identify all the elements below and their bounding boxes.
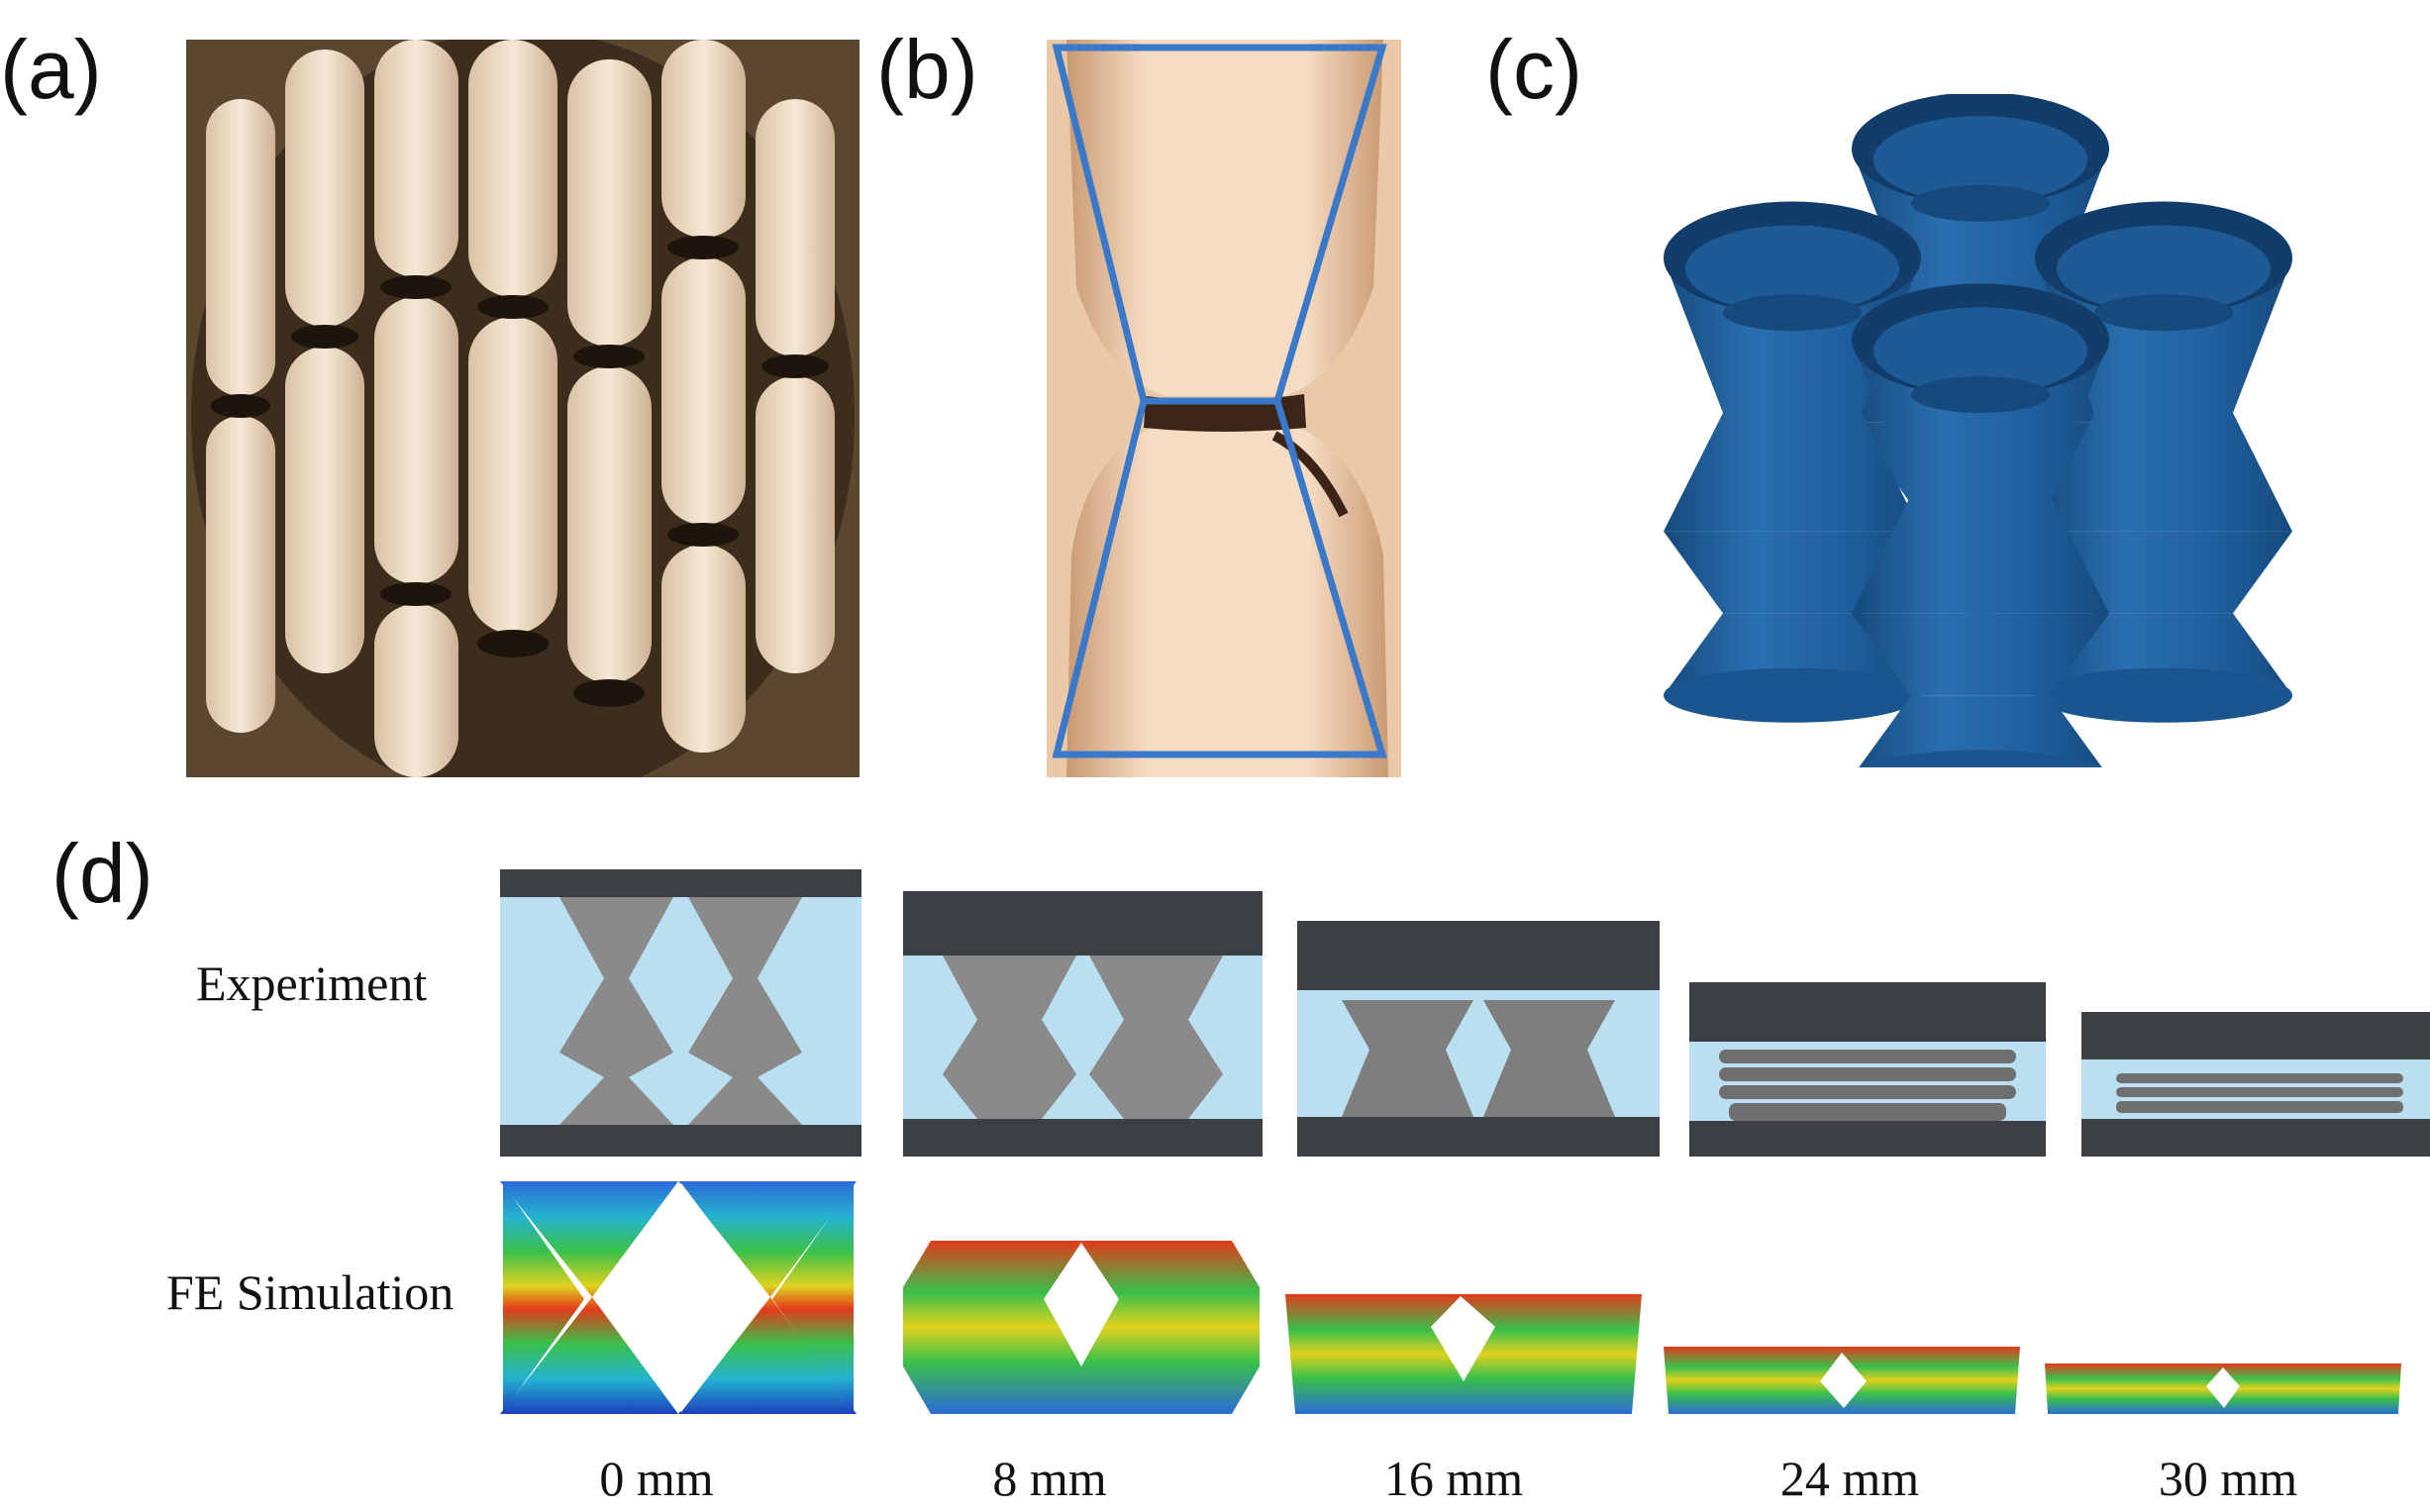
panel-label-c: (c) (1485, 23, 1582, 116)
lotus-root-basket-photo (186, 40, 860, 777)
fe-simulation-30mm (2045, 1363, 2401, 1414)
displacement-label-8mm: 8 mm (992, 1451, 1107, 1506)
fe-simulation-8mm (903, 1241, 1260, 1414)
panel-label-b: (b) (876, 23, 978, 116)
fe-simulation-16mm (1285, 1294, 1642, 1414)
experiment-photo-0mm (500, 869, 861, 1157)
experiment-photo-24mm (1689, 982, 2046, 1157)
panel-label-a: (a) (0, 23, 102, 116)
fe-simulation-0mm (500, 1181, 857, 1414)
row-label-experiment: Experiment (196, 956, 428, 1011)
displacement-label-0mm: 0 mm (599, 1451, 714, 1506)
experiment-photo-30mm (2081, 1012, 2430, 1157)
row-label-fe-simulation: FE Simulation (166, 1264, 455, 1320)
displacement-label-30mm: 30 mm (2158, 1451, 2298, 1506)
fe-simulation-24mm (1664, 1347, 2020, 1414)
displacement-label-16mm: 16 mm (1383, 1451, 1524, 1506)
hourglass-outline-illustration (1047, 40, 1401, 777)
panel-label-d: (d) (51, 827, 153, 920)
experiment-photo-8mm (903, 891, 1263, 1157)
lotus-root-basket-illustration (186, 40, 860, 777)
experiment-photo-16mm (1297, 921, 1660, 1157)
displacement-label-24mm: 24 mm (1779, 1451, 1920, 1506)
lotus-root-closeup-photo (1047, 40, 1401, 777)
